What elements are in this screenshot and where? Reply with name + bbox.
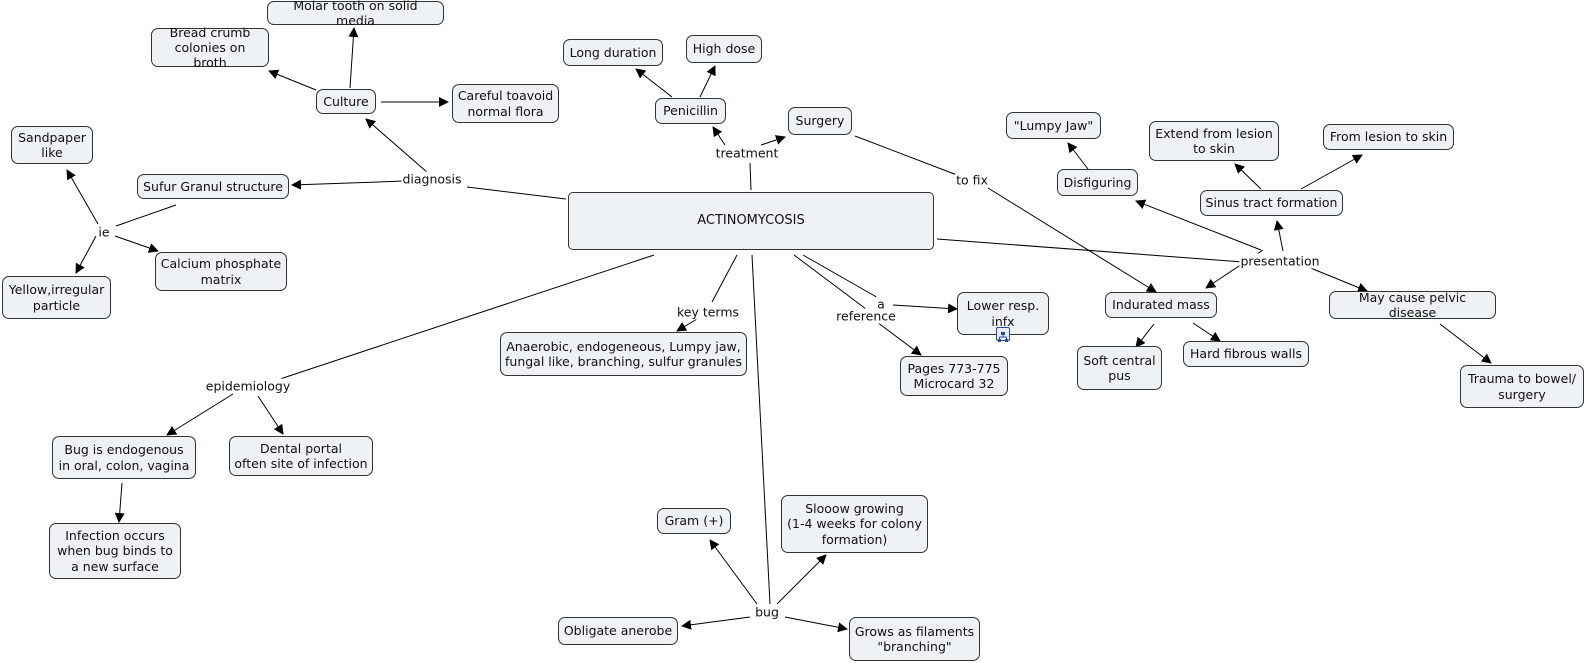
connector-arrow bbox=[1439, 323, 1492, 364]
concept-bug-endogenous[interactable]: Bug is endogenous in oral, colon, vagina bbox=[52, 436, 196, 479]
connector-arrow bbox=[699, 65, 716, 98]
link-bug[interactable]: bug bbox=[754, 604, 780, 620]
link-key-terms[interactable]: key terms bbox=[675, 304, 741, 320]
concept-calcium-phosphate[interactable]: Calcium phosphate matrix bbox=[155, 252, 287, 291]
connector-arrow bbox=[114, 235, 159, 253]
link-presentation[interactable]: presentation bbox=[1239, 253, 1321, 269]
concept-sinus-tract[interactable]: Sinus tract formation bbox=[1200, 190, 1343, 216]
link-epidemiology[interactable]: epidemiology bbox=[204, 378, 292, 394]
connector-arrow bbox=[1300, 154, 1363, 190]
connector-arrow bbox=[712, 126, 726, 146]
concept-bread-crumb[interactable]: Bread crumb colonies on broth bbox=[151, 25, 269, 70]
connector-arrow bbox=[1234, 163, 1262, 190]
concept-sufur-granul[interactable]: Sufur Granul structure bbox=[137, 174, 289, 199]
concept-hard-fibrous-walls[interactable]: Hard fibrous walls bbox=[1183, 341, 1309, 367]
connector-arrow bbox=[291, 179, 406, 190]
concept-pelvic-disease[interactable]: May cause pelvic disease bbox=[1329, 290, 1496, 320]
concept-map-resource-icon[interactable] bbox=[996, 327, 1010, 342]
concept-disfiguring[interactable]: Disfiguring bbox=[1057, 169, 1138, 196]
hierarchy-glyph bbox=[998, 332, 1008, 342]
concept-gram-positive[interactable]: Gram (+) bbox=[657, 508, 731, 534]
connector-line bbox=[793, 254, 871, 313]
connector-arrow bbox=[635, 68, 673, 98]
concept-yellow-particle[interactable]: Yellow,irregular particle bbox=[2, 276, 111, 319]
connector-arrow bbox=[268, 69, 317, 91]
connector-arrow bbox=[987, 187, 1157, 293]
concept-lower-resp[interactable]: Lower resp. infx bbox=[957, 292, 1049, 335]
connector-arrow bbox=[75, 235, 97, 274]
connector-arrow bbox=[66, 169, 99, 225]
connector-arrow bbox=[257, 395, 284, 435]
concept-surgery[interactable]: Surgery bbox=[788, 107, 852, 135]
connector-line bbox=[751, 254, 771, 605]
connector-arrow bbox=[1273, 220, 1284, 252]
concept-slow-growing[interactable]: Slooow growing (1-4 weeks for colony for… bbox=[781, 495, 928, 553]
connector-line bbox=[749, 162, 752, 191]
connector-arrow bbox=[348, 27, 359, 89]
concept-from-lesion-to-skin[interactable]: From lesion to skin bbox=[1323, 124, 1454, 150]
concept-long-duration[interactable]: Long duration bbox=[563, 39, 663, 66]
concept-trauma-bowel[interactable]: Trauma to bowel/ surgery bbox=[1460, 365, 1584, 408]
concept-lumpy-jaw[interactable]: "Lumpy Jaw" bbox=[1006, 112, 1101, 139]
connector-arrow bbox=[709, 539, 758, 605]
concept-penicillin[interactable]: Penicillin bbox=[655, 98, 726, 124]
concept-pages[interactable]: Pages 773-775 Microcard 32 bbox=[900, 356, 1008, 396]
concept-soft-central-pus[interactable]: Soft central pus bbox=[1077, 346, 1162, 390]
connector-arrow bbox=[760, 135, 786, 146]
connector-arrow bbox=[676, 318, 698, 332]
connector-line bbox=[115, 204, 177, 227]
connector-line bbox=[273, 254, 655, 382]
link-a[interactable]: a bbox=[876, 296, 886, 312]
link-to-fix[interactable]: to fix bbox=[955, 172, 989, 188]
connector-arrow bbox=[1192, 322, 1221, 342]
connector-arrow bbox=[681, 616, 751, 630]
connector-arrow bbox=[166, 393, 234, 436]
concept-careful-avoid[interactable]: Careful toavoid normal flora bbox=[452, 84, 559, 123]
concept-key-terms-list[interactable]: Anaerobic, endogeneous, Lumpy jaw, funga… bbox=[500, 332, 747, 376]
concept-extend-from-lesion[interactable]: Extend from lesion to skin bbox=[1149, 121, 1279, 161]
concept-dental-portal[interactable]: Dental portal often site of infection bbox=[229, 436, 373, 476]
concept-culture[interactable]: Culture bbox=[316, 89, 376, 114]
connector-arrow bbox=[876, 321, 922, 356]
connector-arrow bbox=[1307, 266, 1368, 293]
concept-sandpaper[interactable]: Sandpaper like bbox=[11, 126, 93, 164]
connector-arrow bbox=[776, 554, 827, 605]
connector-arrow bbox=[1135, 323, 1155, 348]
link-diagnosis[interactable]: diagnosis bbox=[401, 171, 463, 187]
concept-indurated-mass[interactable]: Indurated mass bbox=[1105, 292, 1217, 318]
connector-line bbox=[802, 254, 881, 300]
connector-line bbox=[466, 186, 567, 200]
concept-high-dose[interactable]: High dose bbox=[686, 35, 762, 63]
link-ie[interactable]: ie bbox=[97, 224, 111, 240]
connector-arrow bbox=[1067, 142, 1089, 170]
link-treatment[interactable]: treatment bbox=[714, 145, 780, 161]
link-reference[interactable]: reference bbox=[835, 308, 897, 324]
concept-grows-filaments[interactable]: Grows as filaments "branching" bbox=[849, 617, 980, 661]
connector-arrow bbox=[784, 616, 848, 633]
connector-arrow bbox=[1135, 199, 1262, 251]
concept-obligate-anerobe[interactable]: Obligate anerobe bbox=[558, 617, 678, 645]
connector-line bbox=[936, 238, 1244, 263]
central-concept[interactable]: ACTINOMYCOSIS bbox=[568, 192, 934, 250]
connector-arrow bbox=[365, 118, 429, 174]
connector-line bbox=[711, 254, 738, 303]
concept-molar-tooth[interactable]: Molar tooth on solid media bbox=[267, 0, 444, 28]
connector-arrow bbox=[114, 482, 125, 523]
connector-line bbox=[854, 135, 958, 176]
connector-arrow bbox=[892, 303, 958, 314]
concept-infection-occurs[interactable]: Infection occurs when bug binds to a new… bbox=[49, 523, 181, 579]
